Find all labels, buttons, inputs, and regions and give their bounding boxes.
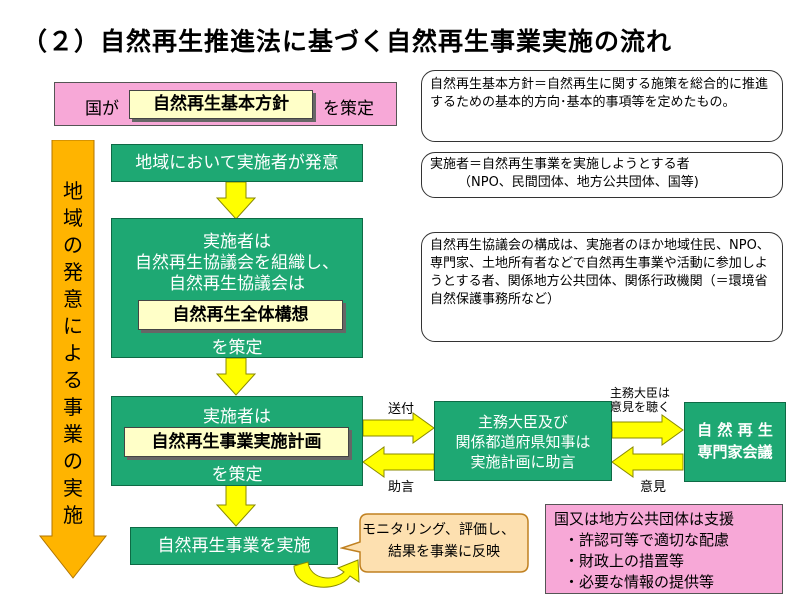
advice-label: 助言 <box>388 480 415 495</box>
opinion-label: 意見 <box>640 480 667 495</box>
monitoring-line2: 結果を事業に反映 <box>388 544 500 560</box>
feedback-loop-arrow <box>293 559 360 588</box>
note-implementer-line1: 実施者＝自然再生事業を実施しようとする者 <box>430 157 690 172</box>
vbar-char: 施 <box>63 503 83 527</box>
step2-line3: 自然再生協議会は <box>169 274 305 294</box>
vbar-char: の <box>63 233 83 257</box>
minister-line1: 主務大臣及び <box>477 413 568 431</box>
vbar-char: よ <box>63 341 83 365</box>
minister-box: 主務大臣及び 関係都道府県知事は 実施計画に助言 <box>434 401 612 481</box>
vbar-char: る <box>63 368 83 392</box>
experts-line1: 自 然 再 生 <box>697 421 773 439</box>
vertical-bar-text: 地 域 の 発 意 に よ る 事 業 の 実 施 <box>59 178 87 529</box>
experts-box: 自 然 再 生 専門家会議 <box>684 402 786 482</box>
opinion-arrow <box>612 446 684 478</box>
down-arrow-3 <box>216 485 256 527</box>
implementation-plan-label: 自然再生事業実施計画 <box>124 427 349 457</box>
support-item: ・許認可等で適切な配慮 <box>564 531 730 549</box>
note-implementer-line2: （NPO、民間団体、地方公共団体、国等) <box>458 175 699 190</box>
step3-box: 実施者は 自然再生事業実施計画 を策定 <box>111 396 363 486</box>
support-item: ・財政上の措置等 <box>564 552 685 570</box>
down-arrow-2 <box>216 358 256 396</box>
local-initiative-arrow <box>38 140 108 579</box>
hear-arrow <box>612 414 684 446</box>
experts-line2: 専門家会議 <box>697 443 773 461</box>
down-arrow-1 <box>216 182 256 220</box>
vbar-char: に <box>63 314 83 338</box>
hear-label: 主務大臣は 意見を聴く <box>610 386 670 414</box>
support-title: 国又は地方公共団体は支援 <box>554 510 735 528</box>
support-item: ・必要な情報の提供等 <box>564 573 715 591</box>
step4-box: 自然再生事業を実施 <box>130 527 338 565</box>
national-suffix: を策定 <box>323 99 374 119</box>
step3-line1: 実施者は <box>203 407 271 427</box>
vbar-char: 地 <box>63 179 83 203</box>
step3-suffix: を策定 <box>211 465 263 485</box>
page-title: （２）自然再生推進法に基づく自然再生事業実施の流れ <box>22 27 673 56</box>
minister-line2: 関係都道府県知事は <box>455 433 591 451</box>
overall-plan-label: 自然再生全体構想 <box>138 300 343 330</box>
vbar-char: の <box>63 449 83 473</box>
vbar-char: 事 <box>63 395 83 419</box>
monitoring-callout-shape <box>340 513 529 573</box>
step2-line1: 実施者は <box>203 232 271 252</box>
vbar-char: 実 <box>63 476 83 500</box>
hear-line2: 意見を聴く <box>610 400 671 414</box>
note-implementer: 実施者＝自然再生事業を実施しようとする者 （NPO、民間団体、地方公共団体、国等… <box>421 152 783 198</box>
step2-line2: 自然再生協議会を組織し、 <box>135 253 339 273</box>
vbar-char: 域 <box>63 206 83 230</box>
step1-box: 地域において実施者が発意 <box>111 144 363 182</box>
send-label: 送付 <box>388 402 415 417</box>
national-policy-label: 自然再生基本方針 <box>129 90 313 119</box>
step2-suffix: を策定 <box>211 338 263 358</box>
minister-line3: 実施計画に助言 <box>470 453 576 471</box>
monitoring-text: モニタリング、評価し、 結果を事業に反映 <box>362 519 526 563</box>
monitoring-line1: モニタリング、評価し、 <box>362 522 516 538</box>
send-arrow <box>363 412 435 444</box>
vbar-char: 業 <box>63 422 83 446</box>
note-basic-policy: 自然再生基本方針＝自然再生に関する施策を総合的に推進するための基本的方向･基本的… <box>421 70 783 142</box>
vbar-char: 意 <box>63 287 83 311</box>
advice-arrow <box>363 446 435 478</box>
support-box: 国又は地方公共団体は支援 ・許認可等で適切な配慮 ・財政上の措置等 ・必要な情報… <box>545 504 783 594</box>
hear-line1: 主務大臣は <box>610 386 671 400</box>
step2-box: 実施者は 自然再生協議会を組織し、 自然再生協議会は 自然再生全体構想 を策定 <box>111 218 363 358</box>
note-council: 自然再生協議会の構成は、実施者のほか地域住民、NPO、専門家、土地所有者などで自… <box>421 232 783 342</box>
national-policy-box: 国が 自然再生基本方針 を策定 <box>54 82 397 126</box>
vbar-char: 発 <box>63 260 83 284</box>
national-prefix: 国が <box>85 99 119 119</box>
